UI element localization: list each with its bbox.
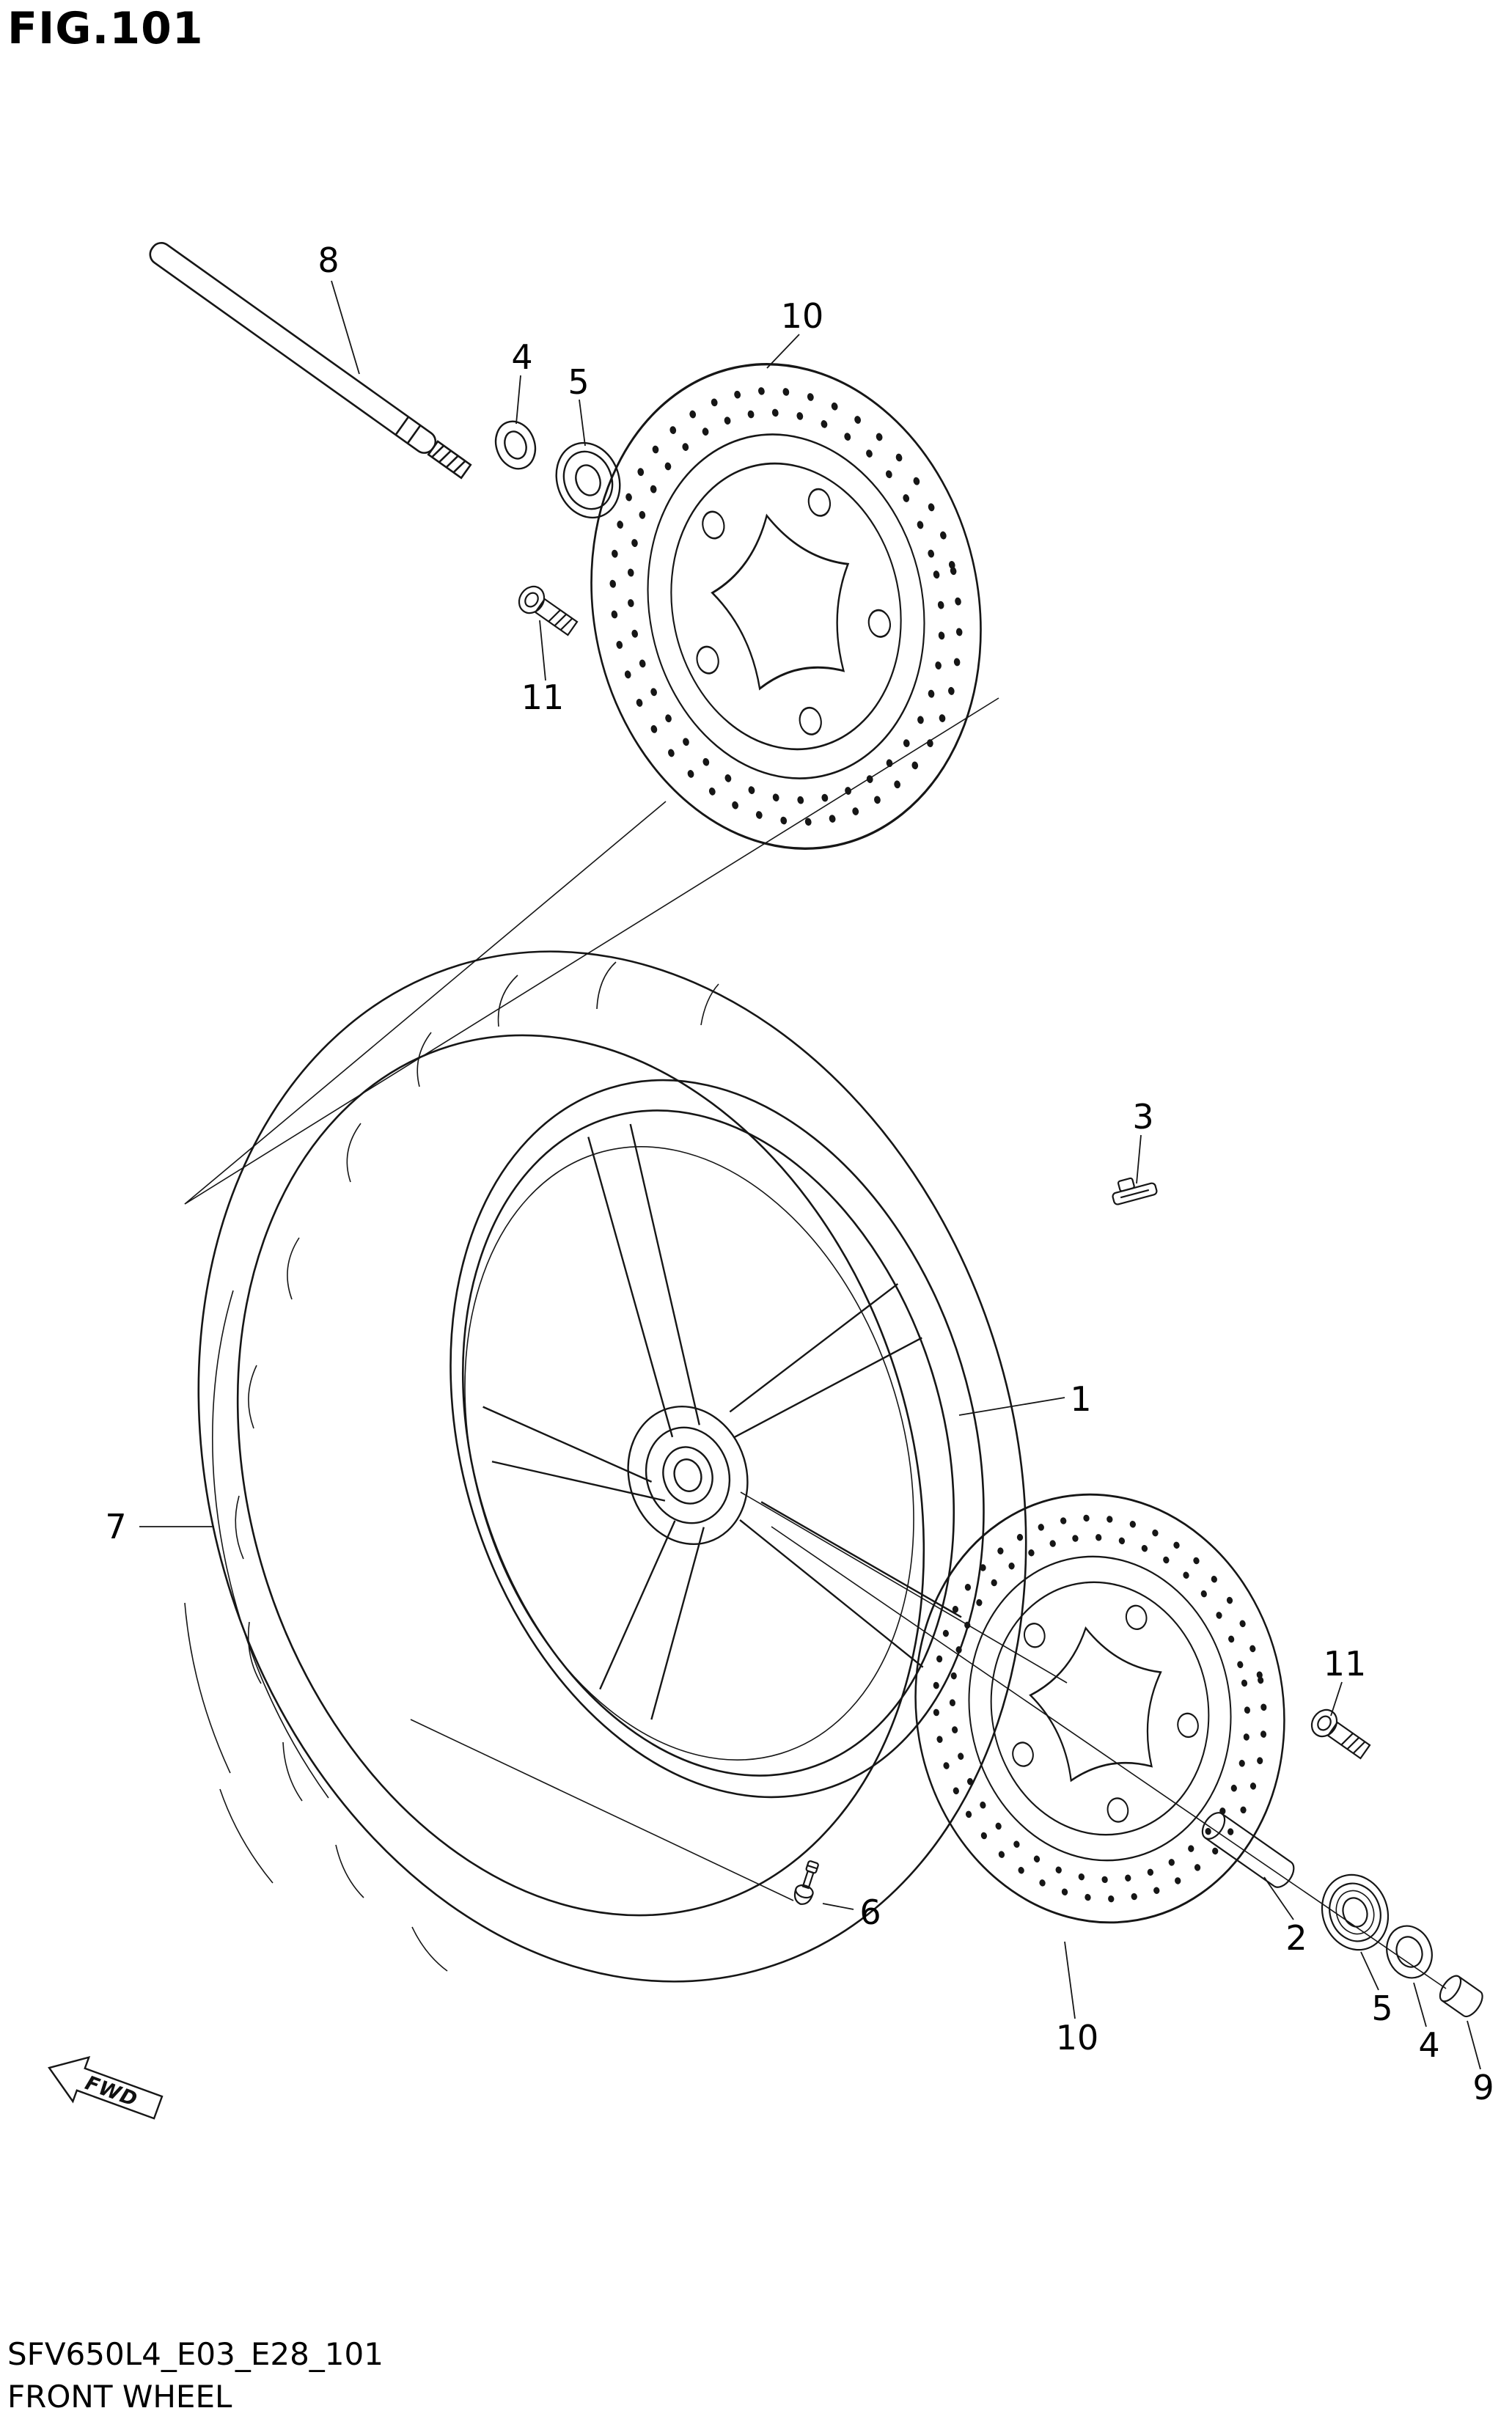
callout-bolt-top: 11 [521, 678, 565, 717]
figure-name: FRONT WHEEL [7, 2379, 232, 2415]
callout-spacer: 2 [1285, 1918, 1307, 1958]
tire-tread-marks [184, 961, 719, 1972]
bearing-top [555, 441, 621, 519]
callout-tire: 7 [105, 1507, 127, 1546]
disc-bolt-top [518, 585, 579, 636]
tire [184, 950, 1027, 1983]
front-axle [149, 242, 472, 480]
wheel-spokes [482, 1123, 962, 1720]
valve-stem [793, 1860, 819, 1905]
callout-valve: 6 [859, 1893, 881, 1932]
fwd-arrow: FWD [48, 2055, 164, 2120]
callout-bolt-bottom: 11 [1323, 1644, 1367, 1684]
wheel-hub [627, 1405, 749, 1546]
callout-axle: 8 [318, 241, 340, 280]
callout-cap: 9 [1472, 2068, 1494, 2107]
disc-bolt-bottom [1310, 1708, 1371, 1760]
callout-wheel: 1 [1070, 1379, 1092, 1419]
spacer-part [1201, 1812, 1295, 1888]
seal-top [494, 420, 537, 470]
seal-bottom [1386, 1925, 1433, 1979]
figure-title: FIG.101 [7, 3, 204, 54]
callout-bearing-top: 5 [568, 362, 590, 402]
construction-lines [184, 697, 1447, 1989]
brake-disc-bottom [882, 1465, 1318, 1952]
clip-part [1112, 1177, 1158, 1205]
callout-disc-top: 10 [780, 296, 824, 336]
wheel-rim [449, 1079, 985, 1799]
figure-code: SFV650L4_E03_E28_101 [7, 2336, 383, 2372]
callout-bearing-bottom: 5 [1371, 1989, 1393, 2028]
callout-disc-bottom: 10 [1055, 2018, 1099, 2058]
leader-lines [139, 280, 1481, 2070]
callout-seal-top: 4 [511, 337, 533, 377]
axle-cap [1439, 1975, 1483, 2018]
brake-disc-top [547, 328, 1024, 885]
callout-seal-bottom: 4 [1418, 2025, 1440, 2065]
bearing-bottom [1321, 1873, 1390, 1951]
callout-clip: 3 [1132, 1097, 1154, 1137]
